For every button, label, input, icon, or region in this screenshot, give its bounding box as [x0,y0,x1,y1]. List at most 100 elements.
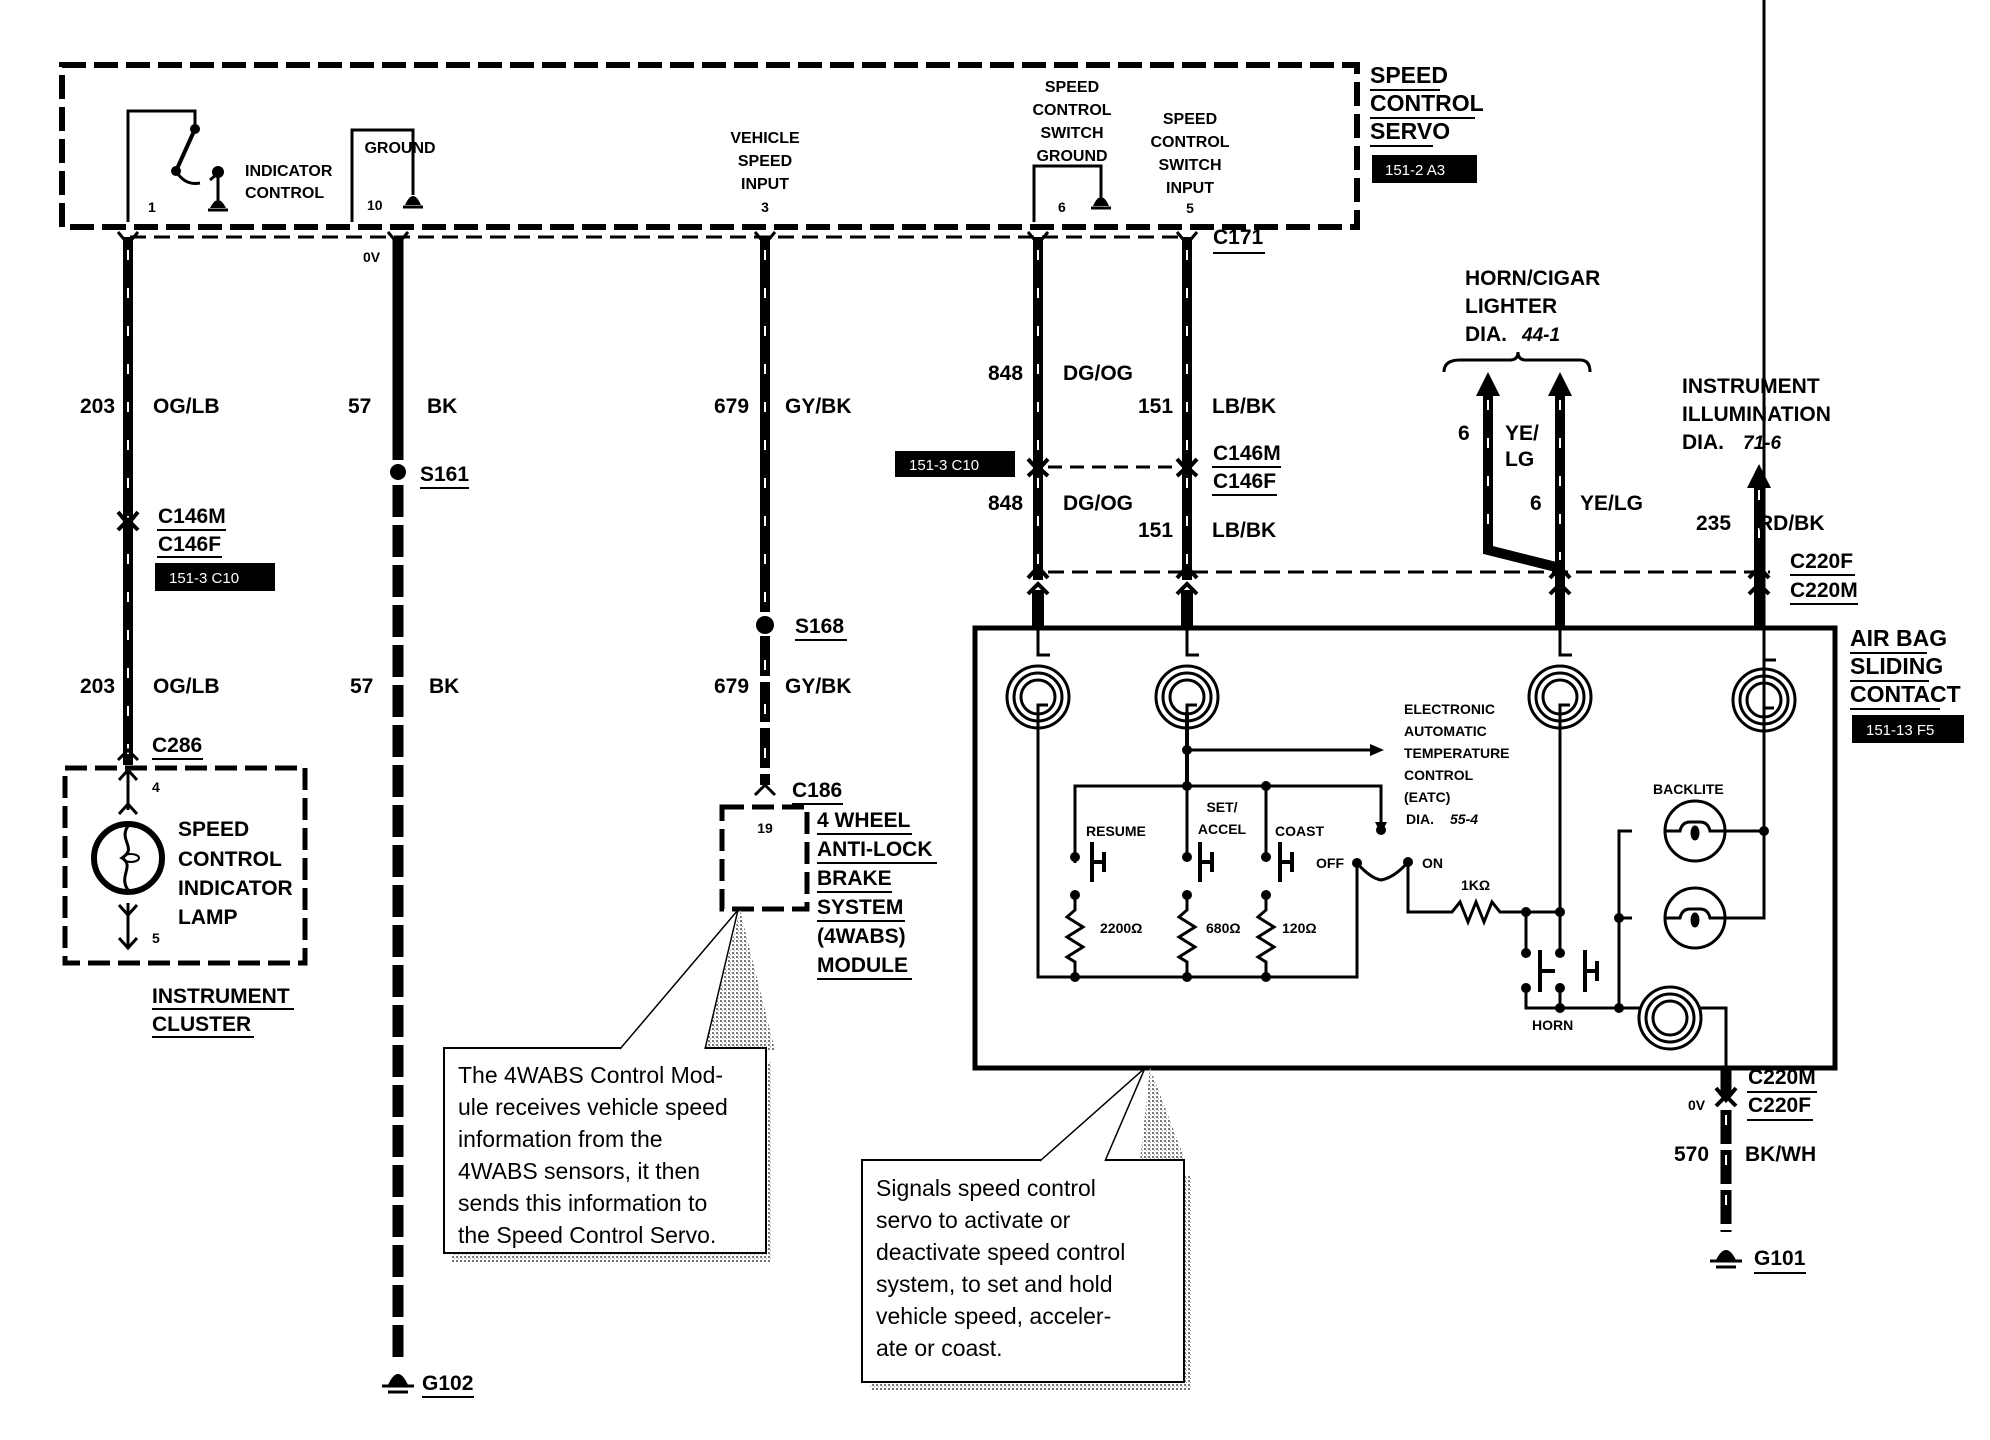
instrument-illumination-ref[interactable]: INSTRUMENT ILLUMINATION DIA. 71-6 [1682,375,1831,454]
wire-679-circuit: 679 [714,395,749,418]
abs-module-box[interactable] [719,804,810,912]
ground-g101[interactable]: G101 [1754,1247,1806,1274]
svg-text:MODULE: MODULE [817,954,908,977]
splice-s161[interactable]: S161 [420,463,469,489]
connector-c220-top[interactable]: C220F C220M [1790,550,1858,605]
svg-text:4WABS sensors, it then: 4WABS sensors, it then [458,1158,700,1184]
svg-text:INDICATOR: INDICATOR [178,877,293,900]
svg-text:CLUSTER: CLUSTER [152,1013,251,1036]
servo-ground-label: GROUND [364,140,435,157]
servo-ground-symbol [350,128,423,222]
wire-6-left-color-2: LG [1505,448,1534,471]
eatc-label[interactable]: ELECTRONIC AUTOMATIC TEMPERATURE CONTROL… [1404,701,1510,827]
svg-text:SYSTEM: SYSTEM [817,896,903,919]
wire-203-color: OG/LB [153,395,220,418]
svg-text:ILLUMINATION: ILLUMINATION [1682,403,1831,426]
switch-arrow-icon [1375,822,1387,834]
coast-label: COAST [1275,823,1324,839]
svg-text:AIR BAG: AIR BAG [1850,625,1947,651]
svg-text:151-3 C10: 151-3 C10 [169,570,239,587]
svg-text:SPEED: SPEED [1163,111,1217,128]
svg-text:4 WHEEL: 4 WHEEL [817,809,911,832]
splice-s161-dot [390,464,406,480]
connector-arrow [753,231,777,247]
svg-text:SPEED: SPEED [1045,79,1099,96]
switch-input-label: SPEED CONTROL SWITCH INPUT 5 [1150,111,1229,216]
wire-679-color: GY/BK [785,395,852,418]
clockspring-coil-5 [1637,985,1728,1068]
speed-control-indicator-lamp[interactable] [91,767,165,951]
connector-c171[interactable]: C171 [1213,226,1265,254]
svg-text:sends this information to: sends this information to [458,1190,707,1216]
svg-text:INDICATOR: INDICATOR [245,163,333,180]
svg-text:The 4WABS Control Mod-: The 4WABS Control Mod- [458,1062,723,1088]
ground-g102[interactable]: G102 [422,1372,474,1398]
c146-ref-badge-left[interactable]: 151-3 C10 [155,563,275,591]
svg-text:TEMPERATURE: TEMPERATURE [1404,745,1510,761]
connector-c220-bottom-symbol [1714,1086,1738,1108]
resistor-2200-label: 2200Ω [1100,920,1142,936]
servo-title: SPEED CONTROL SERVO [1370,62,1484,147]
on-label: ON [1422,855,1443,871]
wire-6-left[interactable] [1476,372,1562,573]
connector-arrow [386,231,410,247]
set-label: SET/ [1206,799,1237,815]
connector-c146-right[interactable]: C146M C146F [1212,442,1281,496]
c146-ref-badge-right[interactable]: 151-3 C10 [895,451,1015,477]
wire-679-color-lower: GY/BK [785,675,852,698]
wire-203-color-lower: OG/LB [153,675,220,698]
servo-ref-badge[interactable]: 151-2 A3 [1372,155,1477,183]
switch-network [1036,0,1766,1010]
connector-c146-left[interactable]: C146M C146F [157,505,226,558]
svg-text:CONTROL: CONTROL [178,848,282,871]
wire-235[interactable] [1747,464,1771,630]
svg-text:CONTROL: CONTROL [1032,102,1111,119]
resistor-120-label: 120Ω [1282,920,1317,936]
svg-text:SPEED: SPEED [178,818,249,841]
connector-arrow [116,231,140,247]
splice-s168-dot [756,616,774,634]
wire-6-right[interactable] [1548,372,1572,630]
switch-ground-label: SPEED CONTROL SWITCH GROUND [1032,79,1111,165]
ground-g101-icon [1710,1250,1742,1269]
wire-151-color: LB/BK [1212,395,1276,418]
svg-text:CONTACT: CONTACT [1850,681,1961,707]
wire-151-circuit: 151 [1138,395,1173,418]
lamp-label: SPEED CONTROL INDICATOR LAMP [178,818,293,929]
resume-label: RESUME [1086,823,1146,839]
svg-text:G102: G102 [422,1372,473,1395]
air-bag-ref-badge[interactable]: 151-13 F5 [1852,715,1964,743]
wire-235-color: RD/BK [1758,512,1825,535]
svg-text:C146M: C146M [158,505,226,528]
wire-6-left-circuit: 6 [1458,422,1470,445]
connector-c286[interactable]: C286 [152,734,203,760]
svg-text:system, to set and hold: system, to set and hold [876,1271,1113,1297]
connector-c186[interactable]: C186 [792,779,843,805]
svg-text:S161: S161 [420,463,469,486]
wire-6-right-color: YE/LG [1580,492,1643,515]
svg-text:C220F: C220F [1790,550,1853,573]
svg-text:(EATC): (EATC) [1404,789,1450,805]
switch-note-callout [861,1067,1192,1390]
wire-203-circuit-lower: 203 [80,675,115,698]
horn-cigar-ref[interactable]: HORN/CIGAR LIGHTER DIA. 44-1 [1465,267,1600,346]
switch-contacts [1090,842,1599,992]
cluster-pin-4: 4 [152,779,160,795]
svg-text:SERVO: SERVO [1370,118,1450,144]
svg-text:SWITCH: SWITCH [1158,157,1221,174]
svg-text:5: 5 [1186,200,1194,216]
abs-pin-19: 19 [757,820,773,836]
connector-c220-bottom[interactable]: C220M C220F [1747,1066,1817,1121]
wire-570-circuit: 570 [1674,1143,1709,1166]
svg-text:S168: S168 [795,615,844,638]
splice-s168[interactable]: S168 [795,615,847,641]
wire-848-color: DG/OG [1063,362,1133,385]
svg-text:BRAKE: BRAKE [817,867,892,890]
svg-text:the Speed Control Servo.: the Speed Control Servo. [458,1222,716,1248]
wire-570-voltage: 0V [1688,1097,1706,1113]
svg-text:DIA.: DIA. [1406,811,1434,827]
svg-text:SPEED: SPEED [1370,62,1448,88]
svg-text:INPUT: INPUT [1166,180,1214,197]
wire-57-voltage: 0V [363,249,381,265]
